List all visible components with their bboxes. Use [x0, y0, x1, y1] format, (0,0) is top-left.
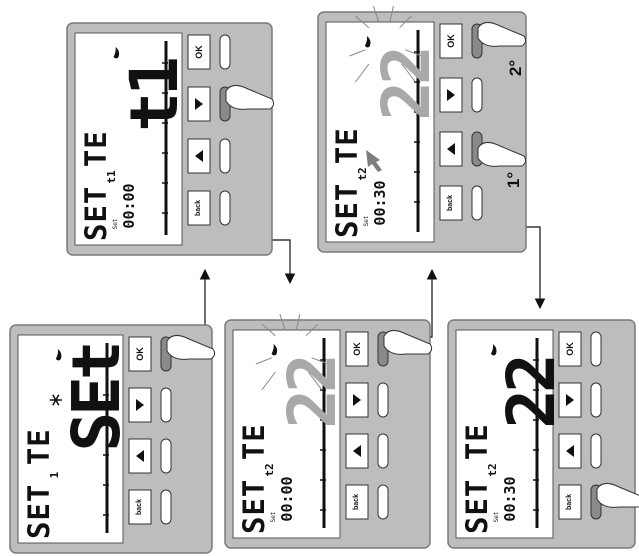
flame-icon [271, 344, 278, 356]
button-left[interactable] [345, 433, 369, 469]
set-mini-label: Set [270, 511, 277, 523]
play-right-icon [136, 399, 144, 411]
button-ok[interactable] [345, 331, 369, 367]
button-right[interactable] [187, 86, 211, 122]
flame-icon [364, 36, 371, 48]
button-right[interactable] [439, 77, 463, 113]
lcd-screen [232, 329, 341, 539]
side-button-back[interactable] [219, 190, 231, 226]
ok-label: OK [194, 45, 204, 59]
side-button-left[interactable] [590, 433, 602, 469]
thermostat-panel-1 [9, 324, 216, 554]
finger-press-icon [477, 142, 527, 167]
flow-arrow-icon [190, 268, 211, 333]
button-ok[interactable] [558, 331, 582, 367]
time-value: 00:30 [371, 180, 389, 226]
button-right[interactable] [128, 387, 152, 423]
play-right-icon [447, 89, 455, 101]
day-value: t2 [263, 463, 276, 477]
step-label-first: 1° [504, 171, 524, 189]
side-button-right[interactable] [160, 387, 172, 423]
lcd-screen [74, 32, 183, 246]
snowflake-icon [49, 394, 62, 406]
side-button-left[interactable] [377, 433, 389, 469]
side-button-back[interactable] [377, 484, 389, 520]
button-left[interactable] [558, 433, 582, 469]
back-label: back [566, 494, 573, 510]
flame-icon [113, 47, 120, 59]
play-left-icon [566, 445, 574, 457]
side-button-left[interactable] [160, 438, 172, 474]
finger-press-icon [596, 483, 639, 508]
ok-label: OK [135, 347, 145, 361]
set-mini-label: Set [112, 218, 119, 230]
flame-icon [55, 349, 62, 361]
play-left-icon [136, 450, 144, 462]
temperature-value: SEt [65, 344, 130, 452]
blink-rays-icon [255, 313, 329, 391]
temperature-value: 22 [499, 357, 564, 429]
button-back[interactable] [439, 185, 463, 221]
back-label: back [195, 200, 202, 216]
back-label: back [136, 499, 143, 515]
set-mini-label: Set [493, 511, 500, 523]
button-right[interactable] [558, 382, 582, 418]
thermostat-panel-5 [447, 319, 639, 549]
ok-label: OK [565, 342, 575, 356]
play-right-icon [195, 98, 203, 110]
side-button-back[interactable] [160, 489, 172, 525]
day-value: t2 [486, 463, 499, 477]
button-ok[interactable] [187, 34, 211, 70]
finger-press-icon [383, 330, 433, 355]
day-value: 1 [48, 471, 61, 479]
temperature-value: 22 [374, 49, 439, 121]
lcd-screen [325, 21, 435, 243]
time-value: 00:00 [120, 183, 138, 229]
flame-icon [490, 344, 497, 356]
button-ok[interactable] [128, 336, 152, 372]
thermostat-panel-2 [66, 22, 275, 256]
side-button-right[interactable] [590, 382, 602, 418]
button-left[interactable] [187, 138, 211, 174]
button-right[interactable] [345, 382, 369, 418]
day-value: t1 [105, 170, 118, 184]
finger-press-icon [477, 22, 527, 47]
side-button-back[interactable] [471, 185, 483, 221]
thermostat-panel-3 [224, 313, 433, 549]
play-left-icon [353, 445, 361, 457]
side-button-left[interactable] [219, 138, 231, 174]
back-label: back [353, 494, 360, 510]
button-left[interactable] [439, 131, 463, 167]
button-left[interactable] [128, 438, 152, 474]
set-mini-label: Set [363, 215, 370, 227]
side-button-right[interactable] [377, 382, 389, 418]
finger-press-icon [166, 335, 216, 360]
pointer-arrow-icon [366, 150, 382, 172]
play-left-icon [447, 143, 455, 155]
side-button-right[interactable] [471, 77, 483, 113]
finger-press-icon [225, 85, 275, 110]
time-value: 00:30 [501, 476, 519, 522]
button-ok[interactable] [439, 23, 463, 59]
button-back[interactable] [187, 190, 211, 226]
play-left-icon [195, 150, 203, 162]
thermostat-panel-4 [317, 5, 527, 253]
play-right-icon [566, 394, 574, 406]
side-button-ok[interactable] [590, 331, 602, 367]
back-label: back [447, 195, 454, 211]
button-back[interactable] [128, 489, 152, 525]
button-back[interactable] [558, 484, 582, 520]
temperature-value: t1 [123, 60, 188, 132]
side-button-ok[interactable] [219, 34, 231, 70]
day-value: t2 [356, 167, 369, 181]
button-back[interactable] [345, 484, 369, 520]
time-value: 00:00 [278, 476, 296, 522]
temperature-value: 22 [281, 357, 346, 429]
step-label-second: 2° [506, 59, 526, 77]
play-right-icon [353, 394, 361, 406]
ok-label: OK [352, 342, 362, 356]
blink-rays-icon [349, 5, 422, 83]
ok-label: OK [446, 34, 456, 48]
